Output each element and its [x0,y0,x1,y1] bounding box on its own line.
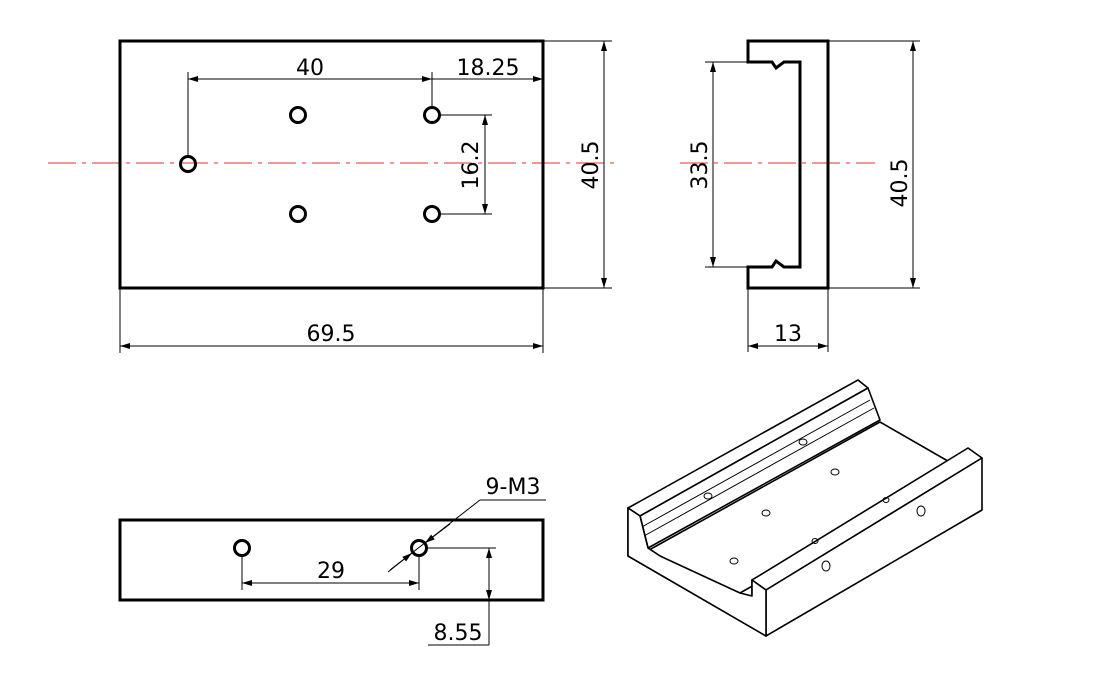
dim-18-25-label: 18.25 [457,56,520,81]
iso-hole-6 [811,538,819,544]
iso-hole-2 [798,438,808,446]
front-hole-top-right [423,106,441,124]
front-outline [118,39,545,290]
isometric-view [627,379,983,637]
dim-33-5-label: 33.5 [688,141,713,190]
front-hole-bottom-right [423,205,441,223]
side-view: 33.5 40.5 13 [680,39,920,352]
m3-leader-arrow [424,523,451,544]
m3-leader-arrow-2 [387,552,413,573]
dim-16-2-label: 16.2 [459,141,484,190]
iso-back-wall-groove [639,399,871,529]
m3-callout-label: 9-M3 [486,475,541,500]
front-hole-top-mid [289,106,307,124]
iso-hole-7 [882,497,890,503]
front-view: 40 18.25 16.2 40.5 69.5 [48,39,618,353]
front-hole-center-left [179,155,197,173]
dim-8-55-label: 8.55 [434,621,483,646]
side-outline [746,39,830,290]
bottom-hole-right [410,539,428,557]
bottom-outline [118,518,545,602]
bottom-hole-left [233,539,251,557]
dim-40-5-side-label: 40.5 [888,159,913,208]
dim-40-5-front-label: 40.5 [579,141,604,190]
iso-hole-5 [729,557,739,565]
dim-29-label: 29 [317,559,345,584]
iso-hole-1 [703,492,713,500]
iso-hole-3 [830,468,840,476]
bottom-view: 9-M3 29 8.55 [118,475,546,646]
iso-hole-4 [761,509,771,517]
dim-69-5-label: 69.5 [307,322,356,347]
front-hole-bottom-mid [289,205,307,223]
iso-back-wall-groove-2 [643,407,875,537]
dim-13-label: 13 [774,322,802,347]
iso-hole-8 [821,560,831,572]
iso-hole-9 [916,505,926,517]
iso-end-face [627,507,767,637]
dim-40-label: 40 [296,56,324,81]
